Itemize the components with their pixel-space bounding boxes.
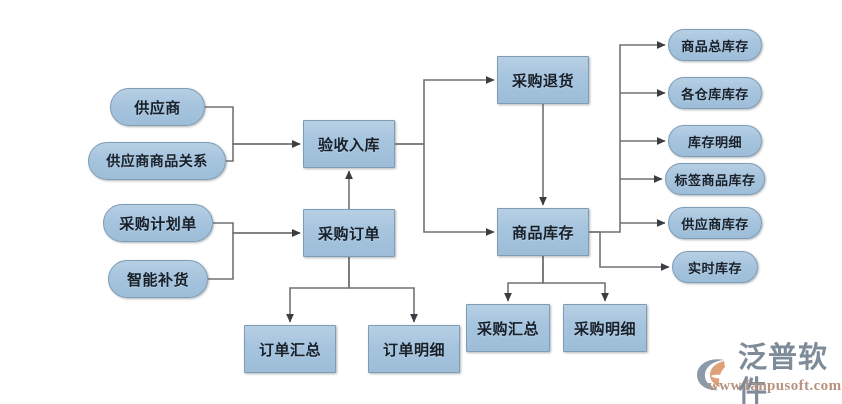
edge-goods-stock-to-total-stock <box>589 41 666 233</box>
node-goods-stock[interactable]: 商品库存 <box>497 208 589 256</box>
edge-goods-stock-to-realtime-stock <box>589 231 670 271</box>
node-total-goods-stock[interactable]: 商品总库存 <box>668 29 762 61</box>
edge-supplier-to-receiving <box>205 106 301 148</box>
node-purchase-return[interactable]: 采购退货 <box>497 56 589 104</box>
fanpusoft-watermark: 泛普软件 www.fanpusoft.com <box>694 338 842 404</box>
logo-url-text: www.fanpusoft.com <box>708 378 842 394</box>
edge-receiving-to-purchase-return <box>395 76 495 145</box>
edge-receiving-to-goods-stock <box>395 143 495 236</box>
node-purchase-summary[interactable]: 采购汇总 <box>466 304 550 352</box>
node-purchase-detail[interactable]: 采购明细 <box>563 304 647 352</box>
logo-brand-text: 泛普软件 <box>738 340 829 404</box>
node-supplier-stock[interactable]: 供应商库存 <box>668 207 762 239</box>
node-order-detail[interactable]: 订单明细 <box>368 325 460 373</box>
edge-purchase-plan-to-order <box>213 222 301 237</box>
edge-supplier-goods-rel-to-receiving <box>226 140 301 162</box>
node-purchase-plan[interactable]: 采购计划单 <box>103 204 213 242</box>
node-realtime-stock[interactable]: 实时库存 <box>672 251 758 283</box>
node-smart-replenishment[interactable]: 智能补货 <box>108 260 208 298</box>
node-purchase-order[interactable]: 采购订单 <box>303 209 395 257</box>
fanpusoft-logo-icon <box>694 356 734 392</box>
node-warehouse-stock[interactable]: 各仓库库存 <box>668 77 762 109</box>
node-supplier[interactable]: 供应商 <box>110 88 205 126</box>
edge-order-to-order-detail <box>348 257 418 323</box>
edge-goods-stock-to-purchase-detail <box>542 256 609 302</box>
node-tag-goods-stock[interactable]: 标签商品库存 <box>665 163 765 195</box>
node-supplier-goods-relation[interactable]: 供应商商品关系 <box>88 142 226 180</box>
edge-smart-replenish-to-order <box>208 229 301 280</box>
node-stock-detail[interactable]: 库存明细 <box>668 125 762 157</box>
node-order-summary[interactable]: 订单汇总 <box>244 325 336 373</box>
edge-order-to-order-summary <box>286 257 350 323</box>
node-receiving-inbound[interactable]: 验收入库 <box>303 120 395 168</box>
logo-row: 泛普软件 <box>694 340 840 404</box>
edge-goods-stock-to-purchase-summary <box>504 256 544 302</box>
